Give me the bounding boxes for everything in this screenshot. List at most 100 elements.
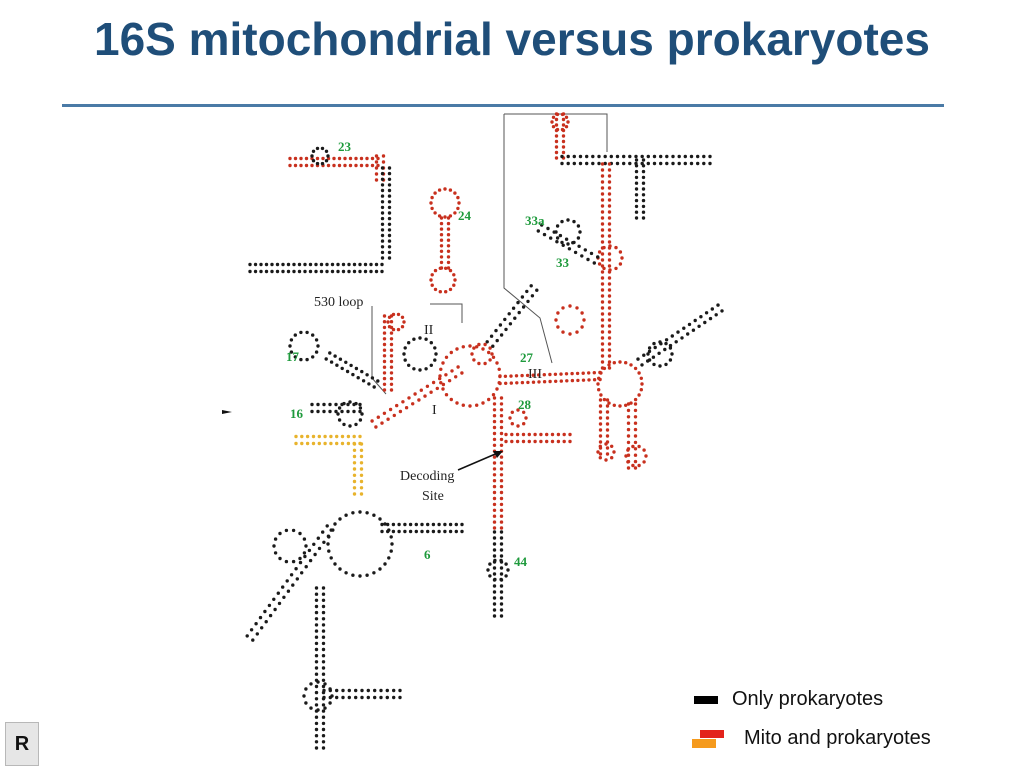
nucleotide-dot [525,289,529,294]
nucleotide-dot [659,161,663,166]
nucleotide-dot [492,484,497,489]
nucleotide-dot [402,352,406,356]
nucleotide-dot [708,154,712,159]
nucleotide-dot [511,306,516,310]
nucleotide-dot [317,441,321,446]
nucleotide-dot [358,510,362,514]
nucleotide-dot [294,434,298,439]
nucleotide-dot [403,529,407,534]
nucleotide-dot [267,603,272,608]
nucleotide-dot [659,154,663,159]
nucleotide-dot [607,300,612,304]
nucleotide-dot [305,330,309,335]
nucleotide-dot [607,360,612,364]
nucleotide-dot [310,402,314,407]
nucleotide-dot [321,721,326,726]
nucleotide-dot [337,406,342,410]
nucleotide-dot [680,336,684,340]
nucleotide-dot [370,419,374,423]
nucleotide-dot [702,154,706,159]
decoding-site-arrow [457,451,501,471]
nucleotide-dot [446,260,451,265]
nucleotide-dot [304,163,309,168]
nucleotide-dot [633,408,638,413]
nucleotide-dot [346,409,350,414]
nucleotide-dot [401,400,405,404]
nucleotide-dot [314,647,319,652]
nucleotide-dot [347,688,351,693]
nucleotide-dot [418,336,422,340]
nucleotide-dot [515,432,520,437]
nucleotide-dot [379,695,383,700]
nucleotide-dot [328,688,332,693]
nucleotide-dot [314,635,319,639]
nucleotide-dot [344,571,348,575]
nucleotide-dot [321,586,326,590]
nucleotide-dot [332,163,336,168]
nucleotide-dot [311,149,316,153]
nucleotide-dot [607,258,612,262]
nucleotide-dot [370,156,375,161]
nucleotide-dot [387,205,392,210]
nucleotide-dot [326,163,331,168]
nucleotide-dot [293,163,298,168]
nucleotide-dot [578,154,583,159]
nucleotide-dot [674,340,678,344]
nucleotide-dot [580,254,584,258]
nucleotide-dot [580,325,584,329]
nucleotide-dot [349,363,353,368]
nucleotide-dot [321,709,326,713]
nucleotide-dot [370,163,375,168]
nucleotide-dot [554,139,559,144]
nucleotide-dot [420,529,424,534]
nucleotide-dot [664,362,668,367]
nucleotide-dot [321,635,326,639]
nucleotide-dot [646,154,650,159]
nucleotide-dot [386,529,390,534]
r-button[interactable]: R [5,722,39,766]
nucleotide-dot [516,408,520,412]
nucleotide-dot [607,204,612,208]
nucleotide-dot [446,255,451,259]
nucleotide-dot [615,154,620,159]
nucleotide-dot [446,244,451,248]
nucleotide-dot [314,586,319,590]
nucleotide-dot [664,338,669,342]
nucleotide-dot [546,226,550,231]
nucleotide-dot [311,159,316,163]
nucleotide-dot [438,376,442,381]
region-label-530-loop: 530 loop [314,295,363,310]
nucleotide-dot [424,367,428,371]
nucleotide-dot [289,573,294,577]
nucleotide-dot [551,125,556,129]
nucleotide-dot [449,350,453,355]
nucleotide-dot [453,191,457,195]
nucleotide-dot [641,193,646,197]
nucleotide-dot [626,448,630,452]
nucleotide-dot [380,171,385,176]
nucleotide-dot [600,300,605,304]
nucleotide-dot [481,401,485,405]
nucleotide-dot [561,145,566,149]
nucleotide-dot [559,372,563,376]
nucleotide-dot [321,703,326,707]
nucleotide-dot [607,401,611,405]
nucleotide-dot [270,269,274,274]
nucleotide-dot [633,397,638,402]
nucleotide-dot [430,206,434,211]
nucleotide-dot [618,404,622,408]
nucleotide-dot [288,163,292,168]
nucleotide-dot [600,222,605,226]
nucleotide-dot [346,441,351,446]
nucleotide-dot [438,266,442,270]
nucleotide-dot [443,522,447,527]
nucleotide-dot [307,548,312,553]
nucleotide-dot [441,387,445,391]
nucleotide-dot [572,161,576,166]
nucleotide-dot [492,572,497,576]
nucleotide-dot [454,375,458,379]
nucleotide-dot [670,334,674,338]
nucleotide-dot [309,682,313,686]
nucleotide-dot [380,188,385,193]
nucleotide-dot [314,338,319,342]
